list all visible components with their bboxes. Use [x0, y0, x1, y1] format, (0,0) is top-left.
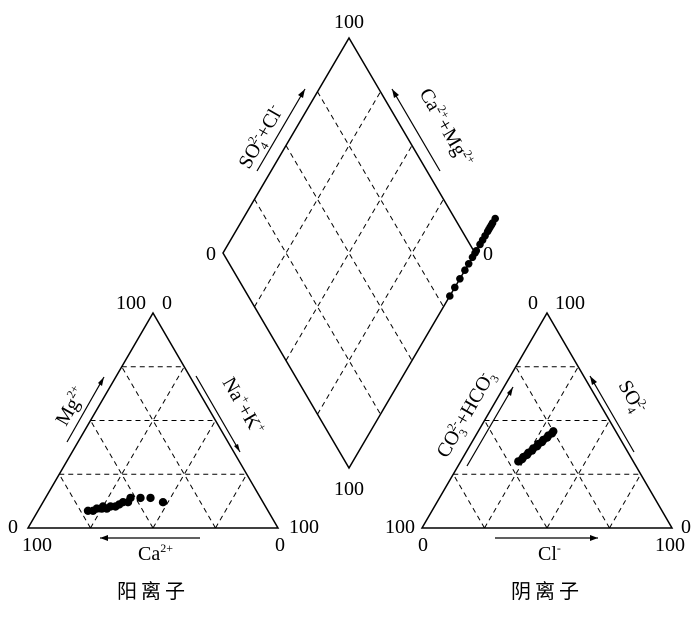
triangle-grid-line: [90, 366, 185, 529]
triangle-grid-line: [90, 420, 154, 529]
cation-bottom-arrow: [100, 535, 200, 541]
cation-right-arrow: [195, 375, 241, 453]
anion-points: [514, 427, 558, 466]
cation-left-bottom-tick: 100: [22, 534, 52, 556]
triangle-grid-line: [546, 420, 610, 529]
diamond-grid-line: [254, 91, 381, 308]
triangle-grid-line: [484, 420, 548, 529]
anion-right-bottom-tick: 100: [655, 534, 685, 556]
diamond-left-tick: 0: [206, 243, 216, 265]
cation-point: [136, 493, 145, 503]
diamond-left-arrow: [256, 88, 306, 172]
diamond-right-tick: 0: [483, 243, 493, 265]
triangle-grid-line: [515, 366, 610, 529]
diamond-bottom-tick: 100: [334, 478, 364, 500]
diamond-grid: [254, 91, 444, 415]
cation-point: [158, 498, 168, 507]
triangle-grid-line: [215, 473, 248, 529]
anion-point: [514, 457, 523, 466]
anion-left-corner-tick: 100: [385, 516, 415, 538]
anion-right-corner-tick: 0: [681, 516, 691, 538]
diamond-points: [446, 214, 500, 300]
diamond-point: [461, 266, 469, 275]
cation-point: [98, 502, 108, 511]
diamond-point: [456, 275, 464, 283]
anion-hco3-axis-label: CO32-+HCO3-: [431, 366, 503, 463]
anion-left-arrow: [466, 386, 514, 467]
diamond-right-arrow: [391, 88, 441, 172]
diamond-grid-line: [317, 91, 444, 308]
diamond-grid-line: [317, 198, 444, 415]
triangle-grid-line: [152, 420, 216, 529]
cation-point: [126, 493, 135, 503]
anion-bottom-arrow: [495, 535, 598, 541]
cation-point: [146, 493, 155, 503]
diamond-grid-line: [254, 198, 381, 415]
diamond-point: [451, 283, 459, 292]
anion-caption: 阴离子: [511, 579, 583, 603]
cation-apex-left-tick: 100: [116, 292, 146, 314]
diamond-point: [464, 260, 473, 268]
cation-right-bottom-tick: 0: [275, 534, 285, 556]
cation-apex-right-tick: 0: [162, 292, 172, 314]
diamond-frame: [222, 36, 476, 470]
anion-apex-right-tick: 100: [555, 292, 585, 314]
diamond-grid-line: [285, 145, 413, 361]
anion-cl-axis-label: Cl-: [538, 541, 561, 565]
anion-right-arrow: [589, 375, 635, 453]
cation-right-corner-tick: 100: [289, 516, 319, 538]
diamond-point: [476, 240, 484, 249]
anion-apex-left-tick: 0: [528, 292, 538, 314]
cation-left-arrow: [66, 376, 105, 443]
cation-caption: 阳离子: [117, 579, 189, 603]
cation-nak-axis-label: Na++K+: [218, 373, 270, 439]
cation-mg-axis-label: Mg2+: [50, 382, 91, 429]
triangle-grid-line: [452, 473, 485, 529]
diamond-point: [446, 292, 454, 300]
cation-ca-axis-label: Ca2+: [138, 541, 173, 565]
diamond-top-tick: 100: [334, 11, 364, 33]
diamond-grid-line: [285, 145, 413, 361]
diamond-right-axis-label: Ca2++Mg2+: [415, 84, 479, 171]
anion-left-bottom-tick: 0: [418, 534, 428, 556]
triangle-grid-line: [609, 473, 642, 529]
cation-left-corner-tick: 0: [8, 516, 18, 538]
anion-grid: [452, 366, 642, 529]
cation-points: [83, 493, 168, 515]
triangle-grid-line: [121, 366, 216, 529]
diamond-point: [471, 249, 479, 257]
cation-grid: [58, 366, 248, 529]
triangle-grid-line: [58, 473, 91, 529]
anion-so4-axis-label: SO42-: [611, 376, 652, 419]
